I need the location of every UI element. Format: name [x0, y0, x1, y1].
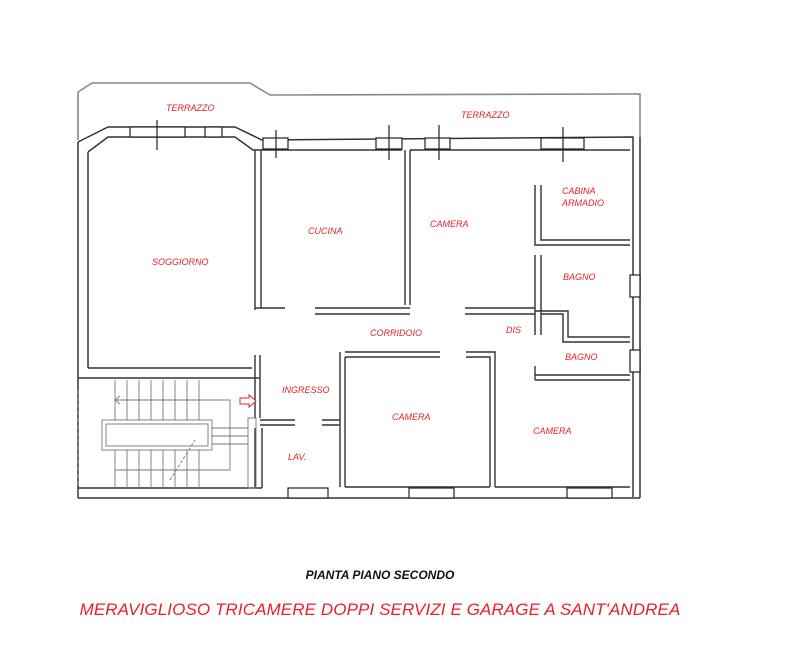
label-camera-top: CAMERA	[430, 219, 469, 229]
label-camera-right: CAMERA	[533, 426, 572, 436]
label-cucina: CUCINA	[308, 226, 343, 236]
outer-walls	[77, 126, 641, 499]
label-lav: LAV.	[288, 452, 307, 462]
label-armadio: ARMADIO	[562, 198, 605, 208]
plan-subtitle: MERAVIGLIOSO TRICAMERE DOPPI SERVIZI E G…	[79, 600, 681, 619]
label-corridoio: CORRIDOIO	[370, 328, 423, 338]
label-cabina-armadio: CABINA ARMADIO	[562, 185, 604, 209]
entrance-arrow-icon	[239, 393, 257, 409]
interior-walls	[254, 150, 630, 488]
terrace-outline	[77, 82, 641, 137]
label-soggiorno: SOGGIORNO	[152, 257, 209, 267]
label-ingresso: INGRESSO	[282, 385, 330, 395]
label-bagno-bottom: BAGNO	[565, 352, 598, 362]
label-bagno-top: BAGNO	[563, 272, 596, 282]
staircase	[77, 380, 257, 489]
label-terrazzo-left: TERRAZZO	[166, 103, 215, 113]
plan-title: PIANTA PIANO SECONDO	[305, 568, 455, 582]
windows	[129, 120, 641, 499]
label-cabina: CABINA	[562, 186, 596, 196]
label-dis: DIS	[506, 325, 522, 335]
label-terrazzo-right: TERRAZZO	[461, 110, 510, 120]
label-camera-center: CAMERA	[392, 412, 431, 422]
